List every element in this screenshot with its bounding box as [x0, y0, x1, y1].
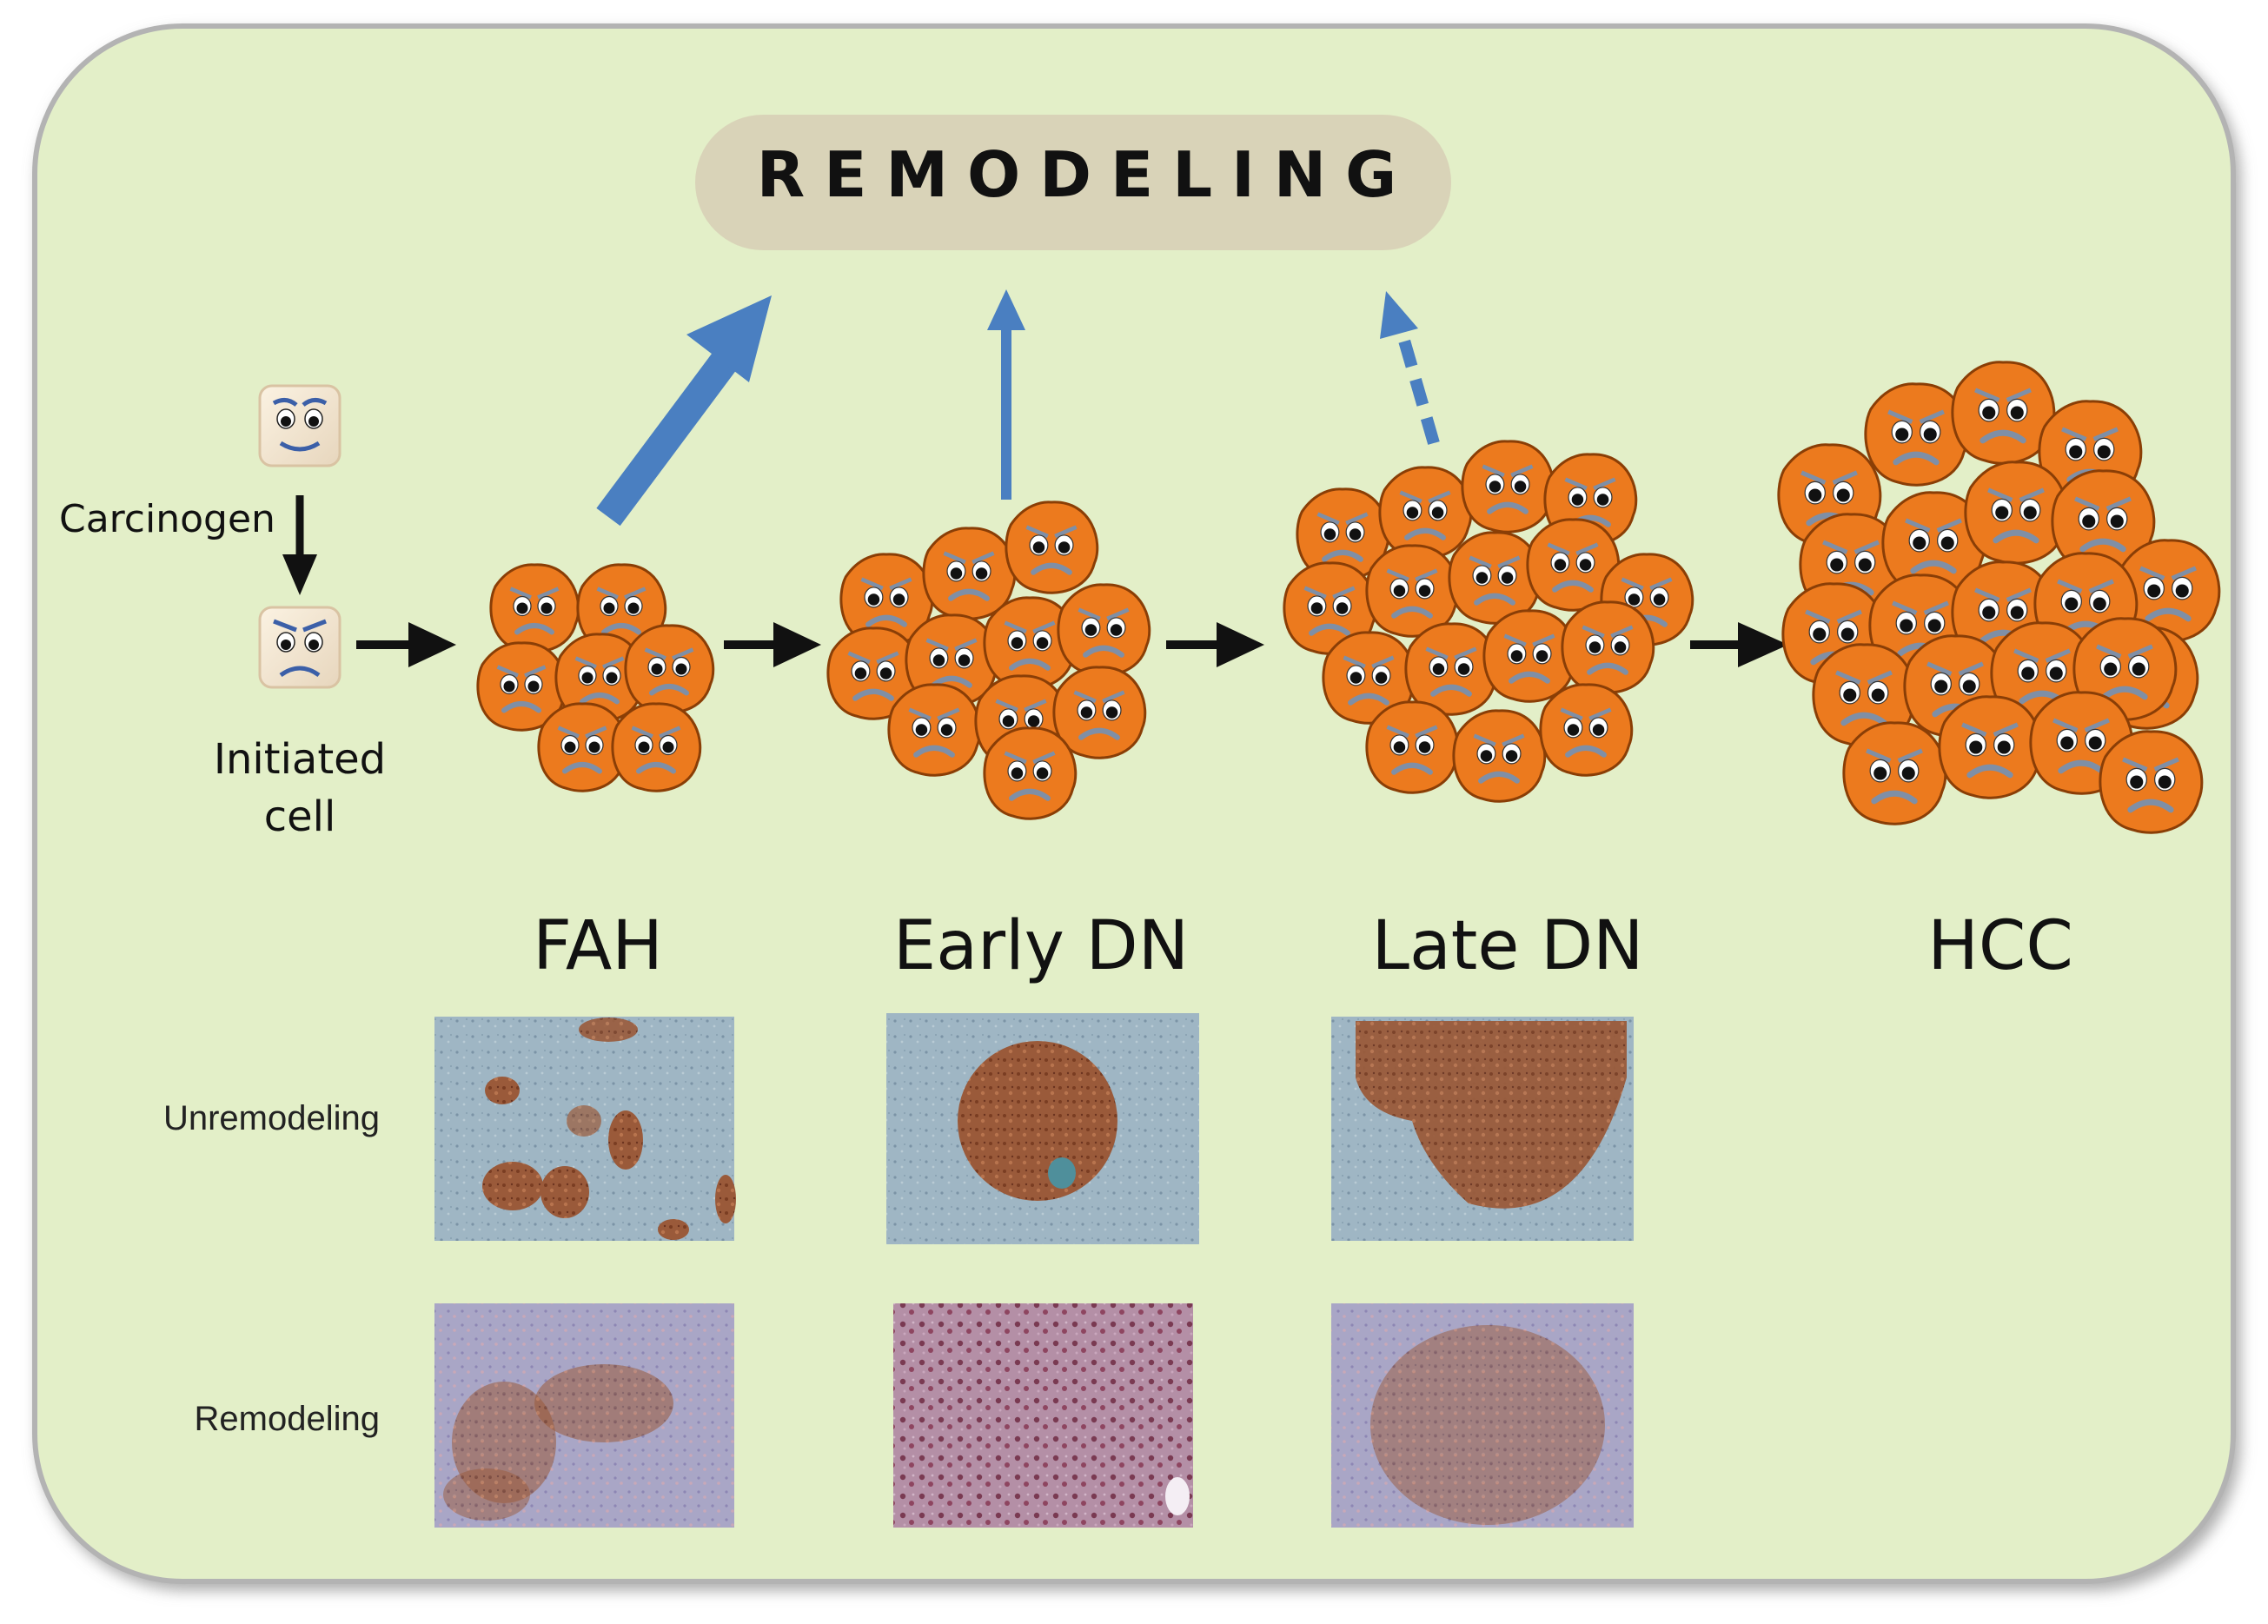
stage-label-early-dn: Early DN	[893, 907, 1189, 985]
diagram-title: REMODELING	[757, 138, 1416, 211]
tumor-cell	[1057, 583, 1151, 677]
tumor-cell	[905, 613, 999, 707]
tumor-cell	[1864, 382, 1969, 487]
tumor-cell	[1881, 491, 1986, 595]
tumor-cell	[1812, 643, 1917, 747]
carcinogen-label: Carcinogen	[59, 497, 275, 541]
tumor-cell	[1539, 683, 1634, 777]
tumor-cell	[1561, 600, 1655, 694]
histology-early-dn-unremodeling	[886, 1013, 1199, 1244]
progression-arrow-4	[1690, 622, 1788, 667]
tumor-cell	[1452, 709, 1547, 803]
remodeling-arrow-fah	[596, 295, 772, 527]
tumor-cell	[1365, 700, 1460, 794]
cluster-hcc	[1777, 361, 2221, 834]
tumor-cell	[922, 527, 1017, 620]
row-label-unremodeling: Unremodeling	[163, 1099, 380, 1137]
tumor-cell	[1448, 531, 1542, 625]
progression-arrow-2	[724, 622, 821, 667]
tumor-cell	[1482, 609, 1577, 703]
cluster-early-dn	[826, 500, 1151, 820]
tumor-cell	[611, 702, 702, 792]
carcinogen-arrow	[282, 495, 317, 595]
cluster-fah	[476, 563, 715, 792]
tumor-cell	[537, 702, 628, 792]
tumor-cell	[2099, 730, 2204, 834]
progression-arrow-1	[356, 622, 456, 667]
row-label-remodeling: Remodeling	[195, 1400, 380, 1438]
cluster-late-dn	[1283, 440, 1694, 803]
stage-label-fah: FAH	[533, 907, 663, 985]
tumor-cell	[887, 683, 982, 777]
histology-late-dn-remodeling	[1331, 1303, 1634, 1528]
histology-early-dn-remodeling	[893, 1303, 1193, 1528]
tumor-cell	[826, 626, 921, 720]
tumor-cell	[576, 563, 667, 653]
histology-late-dn-unremodeling	[1331, 1017, 1634, 1241]
tumor-cell	[1938, 695, 2043, 799]
tumor-cell	[1461, 440, 1555, 534]
histology-fah-unremodeling	[434, 1017, 736, 1241]
tumor-cell	[1526, 518, 1621, 612]
tumor-cell	[1005, 500, 1099, 594]
tumor-cell	[1378, 466, 1473, 560]
remodeling-arrow-late-dn	[1380, 291, 1440, 445]
stage-label-late-dn: Late DN	[1371, 907, 1643, 985]
tumor-cell	[1052, 666, 1147, 759]
normal-cell	[258, 384, 342, 467]
tumor-cell	[1404, 622, 1499, 716]
tumor-cell	[839, 553, 934, 646]
tumor-cell	[1283, 561, 1377, 655]
tumor-cell	[1951, 361, 2056, 465]
tumor-cell	[983, 726, 1078, 820]
initiated-cell	[258, 606, 342, 689]
tumor-cell	[1322, 631, 1416, 725]
tumor-cell	[2116, 539, 2221, 643]
tumor-cell	[2051, 469, 2156, 573]
initiated-label-line1: Initiated	[214, 735, 386, 784]
histology-fah-remodeling	[434, 1303, 734, 1528]
initiated-label-line2: cell	[264, 792, 336, 841]
tumor-cell	[1842, 721, 1947, 825]
tumor-cell	[554, 633, 646, 723]
tumor-cell	[489, 563, 580, 653]
title-pill	[695, 115, 1451, 250]
remodeling-arrow-early-dn	[987, 289, 1025, 500]
stage-label-hcc: HCC	[1927, 907, 2073, 985]
tumor-cell	[1365, 544, 1460, 638]
progression-arrow-3	[1166, 622, 1264, 667]
tumor-cell	[624, 624, 715, 714]
